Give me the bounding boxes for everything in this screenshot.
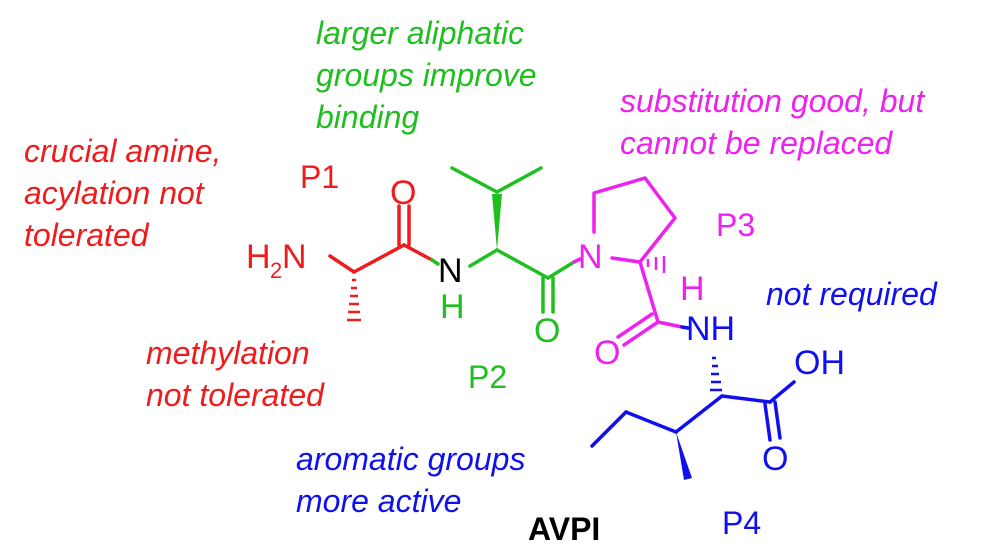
p2-annotation-line: larger aliphatic [316, 15, 524, 51]
bond-calpha-carbonyl [352, 243, 406, 274]
p1-methyl-annotation-line: methylation [146, 335, 310, 371]
bond-carbonyl-o-1 [622, 320, 660, 347]
p3-hashed-h [646, 256, 666, 273]
p1-carbonyl-o-atom: O [390, 174, 416, 212]
carboxyl-o-atom: O [762, 440, 788, 478]
p4-side-annotation-line: more active [296, 483, 461, 519]
p4-bonds [590, 325, 796, 448]
p4-carboxyl-annotation: not required [766, 276, 938, 312]
bond-carbonyl-pro-green [546, 260, 576, 280]
bond-calpha-carbonyl [495, 248, 550, 280]
p3-label: P3 [716, 207, 755, 243]
p1-amine-annotation-line: crucial amine, [24, 133, 221, 169]
bond-c-o-1 [763, 402, 772, 442]
p1-label: P1 [300, 159, 339, 195]
p2-annotation-line: binding [316, 99, 419, 135]
p4-side-annotation-line: aromatic groups [296, 441, 525, 477]
amine-h-atom: H [246, 238, 271, 276]
bond-isopropyl-left [450, 166, 499, 194]
bond-carbonyl-nh-green [430, 258, 440, 266]
p3-annotation-line: cannot be replaced [620, 125, 893, 161]
p3-annotation-line: substitution good, but [620, 83, 925, 119]
amide-h-atom: H [440, 288, 465, 326]
bond-n-calpha [328, 254, 356, 274]
bond-isopropyl-right [495, 166, 543, 194]
bond-cgamma-cdelta [590, 410, 628, 448]
bond-carbonyl-nh-blue [680, 325, 690, 330]
p3-annotation: substitution good, but cannot be replace… [620, 83, 933, 161]
bond-carbonyl-pro-magenta [572, 257, 582, 264]
p4-hashed-nh [710, 356, 722, 392]
bond-n-calpha [610, 256, 642, 264]
p1-amine-annotation-line: tolerated [24, 217, 150, 253]
p1-methyl-annotation: methylation not tolerated [146, 335, 325, 413]
p1-hashed-methyl [347, 278, 361, 322]
bond-carbonyl-o-2 [616, 312, 654, 339]
proline-n-atom: N [578, 238, 603, 276]
amide-n-atom: N [438, 252, 463, 290]
p4-label: P4 [722, 505, 761, 541]
bond-calpha-carbonyl [638, 260, 660, 324]
bond-calpha-cbeta [674, 394, 724, 434]
amine-subscript: 2 [270, 258, 282, 283]
bond-cbeta-cgamma [624, 410, 678, 434]
p2-wedge-bond [492, 194, 502, 250]
pyrrolidine-ring [592, 176, 677, 264]
p3-bonds [572, 176, 677, 347]
p2-annotation: larger aliphatic groups improve binding [316, 15, 545, 135]
p2-bonds [430, 166, 555, 314]
p1-amine-annotation: crucial amine, acylation not tolerated [24, 133, 230, 253]
p3-carbonyl-o-atom: O [594, 334, 620, 372]
bond-c-oh [768, 380, 796, 404]
peptide-name: AVPI [528, 511, 600, 547]
p4-nh-atom: NH [686, 310, 735, 348]
bond-c-o-2 [773, 400, 782, 440]
bond-carbonyl-nh-magenta [656, 320, 684, 329]
amine-n-atom: N [282, 238, 307, 276]
proline-h-atom: H [680, 270, 705, 308]
p2-annotation-line: groups improve [316, 57, 537, 93]
p1-bonds [328, 204, 411, 274]
p2-label: P2 [468, 359, 507, 395]
p2-carbonyl-o-atom: O [534, 312, 560, 350]
bond-carbonyl-nh-red [402, 243, 434, 262]
p4-wedge-methyl [676, 432, 692, 480]
p1-amine-annotation-line: acylation not [24, 175, 205, 211]
carboxyl-oh-atom: OH [794, 344, 845, 382]
p4-side-annotation: aromatic groups more active [296, 441, 534, 519]
p1-methyl-annotation-line: not tolerated [146, 377, 325, 413]
bond-nh-calpha [468, 248, 499, 268]
bond-calpha-cooh [720, 394, 772, 404]
